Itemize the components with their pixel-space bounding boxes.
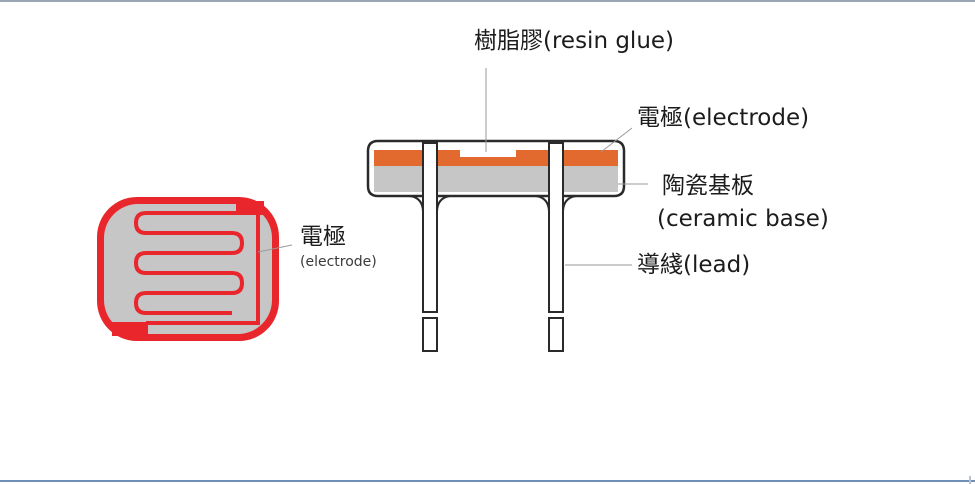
side-view-resin-glue (460, 150, 516, 157)
electrode-side-leader (600, 127, 633, 153)
corner-mark (969, 476, 971, 484)
solder-right (535, 195, 577, 213)
resin-glue-label: 樹脂膠(resin glue) (474, 28, 675, 54)
electrode-side-label: 電極(electrode) (637, 105, 810, 131)
electrode-comb-upper (134, 204, 244, 315)
electrode-leader-line (257, 244, 293, 253)
electrode-top-label-en: (electrode) (300, 254, 377, 270)
ceramic-base-label-cn: 陶瓷基板 (662, 173, 754, 199)
lead-label: 導綫(lead) (637, 252, 751, 278)
lead-right-tip (548, 317, 564, 352)
lead-right (548, 142, 564, 313)
electrode-bottom-left-pad (112, 322, 148, 336)
ceramic-base-label-en: (ceramic base) (657, 206, 829, 232)
electrode-comb-lower (146, 213, 260, 325)
electrode-top-label-cn: 電極 (300, 224, 346, 250)
lead-left-tip (422, 317, 438, 352)
side-view (366, 68, 648, 352)
bottom-border (0, 480, 975, 482)
lead-left (422, 142, 438, 313)
top-view (97, 197, 293, 341)
electrode-top-right-pad (238, 201, 264, 215)
side-view-ceramic-base (374, 166, 618, 192)
top-border (0, 0, 975, 2)
solder-left (409, 195, 451, 213)
top-view-ceramic (104, 204, 272, 334)
